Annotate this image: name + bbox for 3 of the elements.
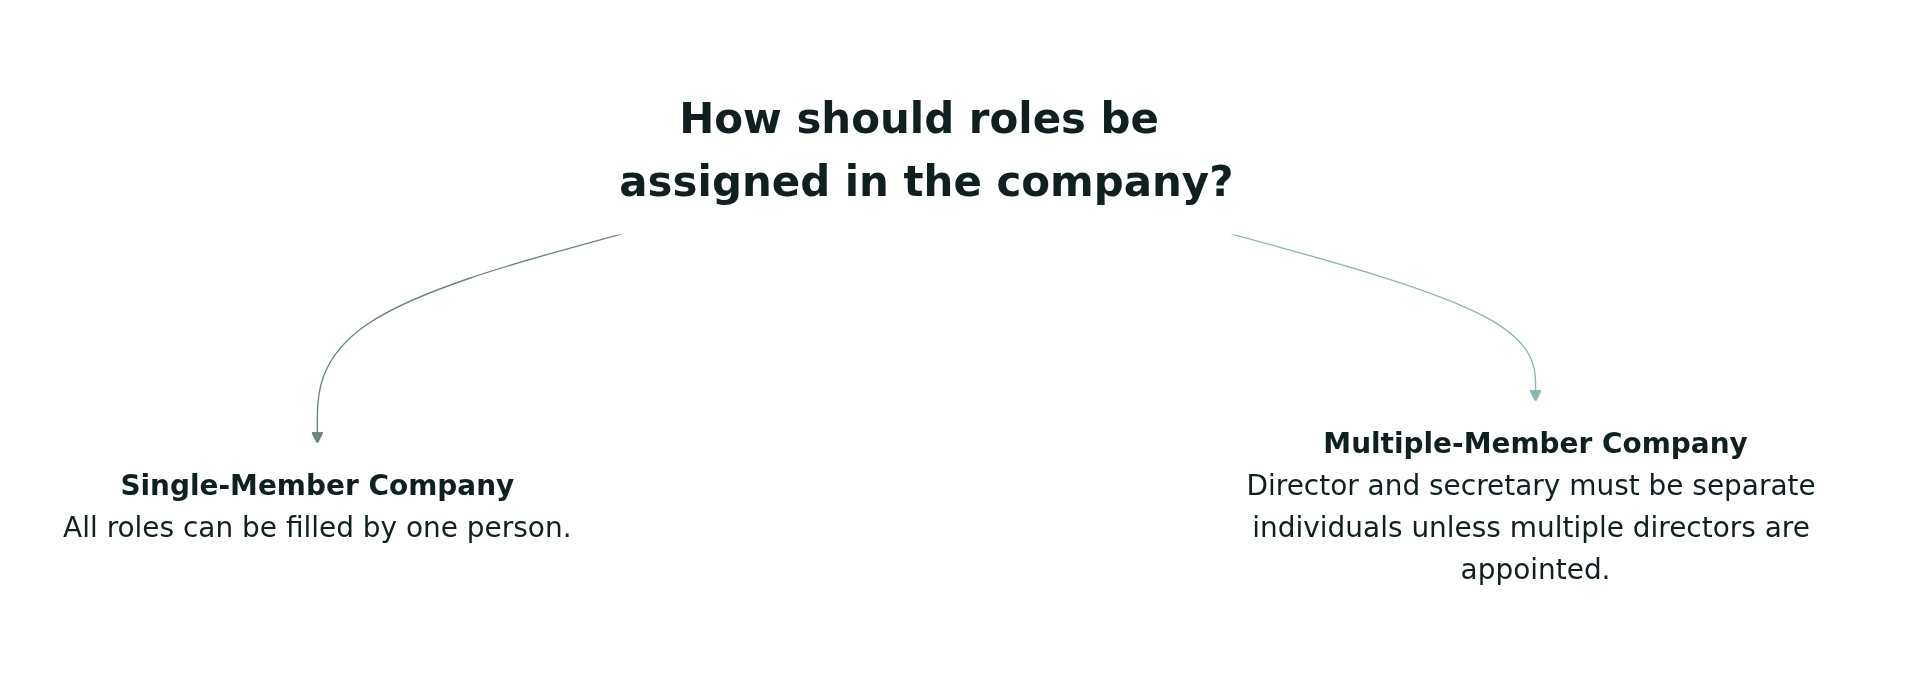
- node-text: Multiple-Member Company Director and secretary must be separate individuals unless multiple directors are appointed.: [1246, 426, 1816, 586]
- node-text: How should roles be assigned in the company?: [619, 93, 1234, 206]
- node-text: Single-Member Company All roles can be filled by one person.: [63, 468, 572, 544]
